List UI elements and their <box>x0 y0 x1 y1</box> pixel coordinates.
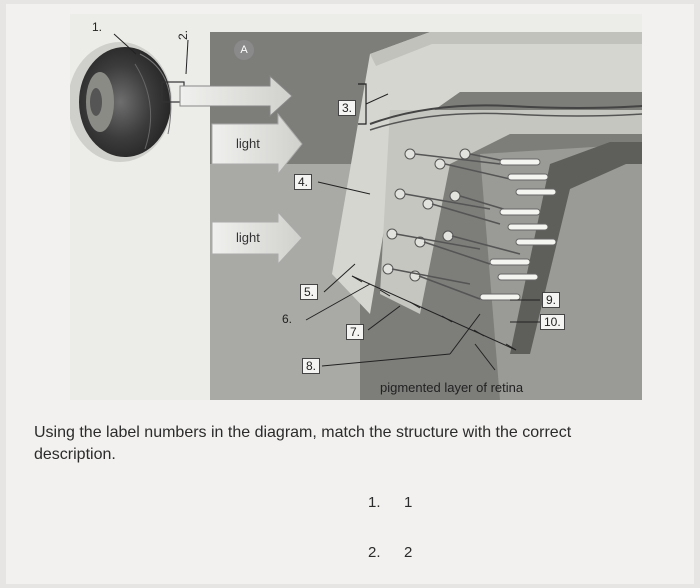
badge-a: A <box>234 40 254 60</box>
light-arrow-top <box>211 112 303 176</box>
leader-2 <box>185 39 189 75</box>
light-label-bottom: light <box>236 230 260 245</box>
leader-7 <box>367 305 401 331</box>
leader-1 <box>113 33 137 55</box>
question-text: Using the label numbers in the diagram, … <box>34 424 572 463</box>
light-label-top: light <box>236 136 260 151</box>
pigmented-layer-label: pigmented layer of retina <box>380 380 524 395</box>
label-10: 10. <box>540 314 565 330</box>
eyeball <box>70 42 172 162</box>
light-arrow-bottom <box>211 210 303 266</box>
label-6: 6. <box>282 312 293 326</box>
layer-ticks <box>351 275 517 351</box>
leader-5 <box>323 263 356 293</box>
retina-tissue <box>332 32 642 400</box>
answer-row-1-number: 1. <box>368 494 381 511</box>
rods-and-cones <box>479 158 557 301</box>
answer-row-2-number: 2. <box>368 544 381 561</box>
label-5: 5. <box>300 284 319 300</box>
zoom-arrow <box>179 74 293 118</box>
leader-4 <box>317 181 371 195</box>
label-2: 2. <box>176 29 191 41</box>
diagram-artwork <box>70 32 642 400</box>
page: 1. 2. A 3. light 4. light 5. 6. 7. 8. 9.… <box>6 4 694 584</box>
leader-6 <box>305 283 371 321</box>
label-1: 1. <box>92 20 103 34</box>
answer-row-2-value[interactable]: 2 <box>404 544 413 561</box>
leader-8 <box>321 353 451 367</box>
label-9: 9. <box>542 292 561 308</box>
label-4: 4. <box>294 174 313 190</box>
answer-row-1-value[interactable]: 1 <box>404 494 413 511</box>
label-7: 7. <box>346 324 365 340</box>
retina-diagram: 1. 2. A 3. light 4. light 5. 6. 7. 8. 9.… <box>70 14 642 400</box>
photoreceptor-cells <box>382 148 521 300</box>
label-8: 8. <box>302 358 321 374</box>
label-3: 3. <box>338 100 357 116</box>
